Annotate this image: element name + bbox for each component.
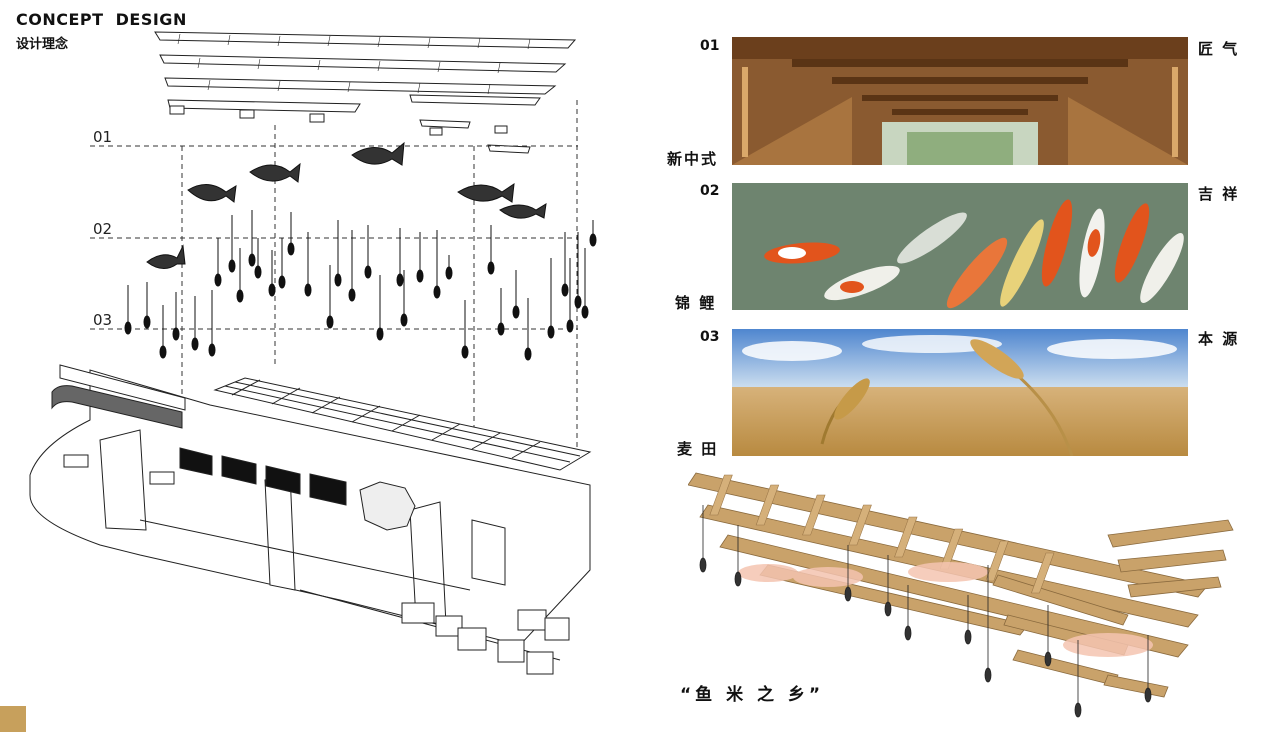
corner-accent-square <box>0 706 26 732</box>
wooden-grid-installation-render <box>688 472 1234 718</box>
ceiling-grid-layers <box>154 31 577 154</box>
shop-canopy-grid <box>213 377 592 471</box>
wood-ceiling-interior-photo <box>732 37 1188 165</box>
concept-01-caption-left: 新中式 <box>667 150 719 168</box>
concept-02-caption-right: 吉 祥 <box>1198 185 1240 203</box>
concept-01-number: 01 <box>700 38 720 54</box>
concept-02-caption-left: 锦 鲤 <box>675 294 717 312</box>
concept-01-caption-right: 匠 气 <box>1198 40 1240 58</box>
koi-pond-photo <box>732 183 1188 310</box>
layer-label-02: 02 <box>93 220 113 238</box>
concept-slogan: “鱼 米 之 乡” <box>680 685 825 705</box>
concept-03-number: 03 <box>700 329 720 345</box>
concept-02-number: 02 <box>700 183 720 199</box>
layer-label-03: 03 <box>93 311 113 329</box>
shop-storefront <box>29 364 591 675</box>
concept-03-caption-left: 麦 田 <box>677 440 719 458</box>
concept-03-caption-right: 本 源 <box>1198 330 1240 348</box>
page-title-en: CONCEPT DESIGN <box>16 10 187 29</box>
page-title-cn: 设计理念 <box>16 37 69 52</box>
layer-label-01: 01 <box>93 128 113 146</box>
exploded-axonometric-diagram <box>29 31 597 675</box>
fish-sculptures <box>146 141 547 269</box>
wheat-field-photo <box>732 329 1188 456</box>
pendant-lamps <box>124 210 597 361</box>
